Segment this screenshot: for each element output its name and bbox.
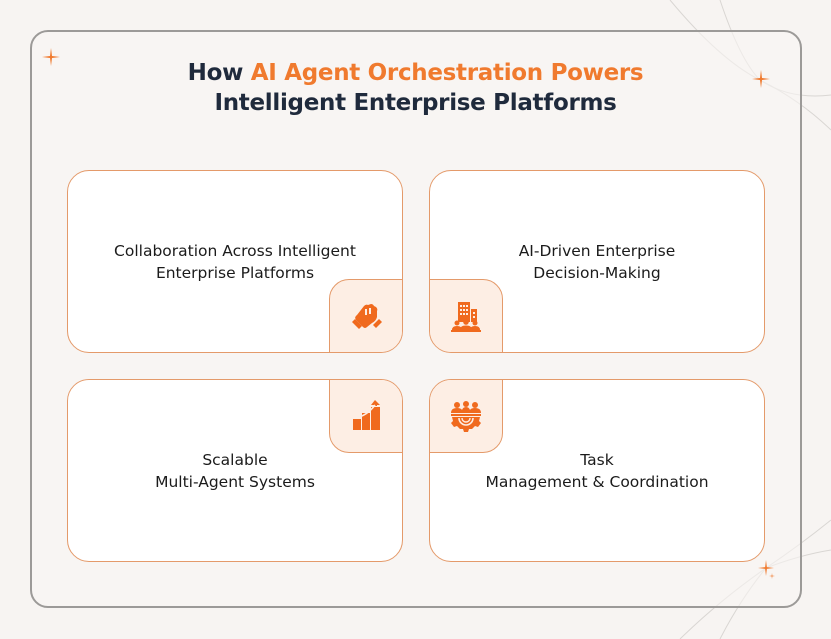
card-decision-making: AI-Driven Enterprise Decision-Making — [429, 170, 765, 353]
page-title: How AI Agent Orchestration Powers Intell… — [0, 58, 831, 118]
card-label: Collaboration Across Intelligent Enterpr… — [68, 240, 402, 284]
card-task-management: Task Management & Coordination — [429, 379, 765, 562]
card-label-line-2: Decision-Making — [533, 264, 661, 282]
handshake-fist-icon — [351, 303, 382, 329]
title-prefix: How — [187, 60, 251, 86]
growth-chart-arrow-icon — [352, 399, 380, 430]
icon-tab — [329, 279, 402, 352]
icon-tab — [430, 380, 503, 453]
card-label: AI-Driven Enterprise Decision-Making — [430, 240, 764, 284]
enterprise-building-people-icon — [450, 301, 481, 332]
card-label-line-2: Management & Coordination — [485, 473, 709, 491]
card-collaboration: Collaboration Across Intelligent Enterpr… — [67, 170, 403, 353]
title-accent: AI Agent Orchestration Powers — [250, 60, 644, 86]
card-label-line-2: Enterprise Platforms — [155, 264, 315, 282]
card-label-line-1: Collaboration Across Intelligent — [114, 242, 356, 260]
card-label-line-2: Multi-Agent Systems — [155, 473, 315, 491]
card-label-line-1: Task — [580, 451, 614, 469]
card-label: Scalable Multi-Agent Systems — [68, 449, 402, 493]
card-label-line-1: AI-Driven Enterprise — [518, 242, 676, 260]
title-line-2: Intelligent Enterprise Platforms — [214, 90, 617, 116]
title-line-1: How AI Agent Orchestration Powers — [0, 58, 831, 88]
card-label-line-1: Scalable — [202, 451, 268, 469]
team-gear-icon — [450, 400, 481, 432]
card-scalable-systems: Scalable Multi-Agent Systems — [67, 379, 403, 562]
card-label: Task Management & Coordination — [430, 449, 764, 493]
icon-tab — [430, 279, 503, 352]
icon-tab — [329, 380, 402, 453]
